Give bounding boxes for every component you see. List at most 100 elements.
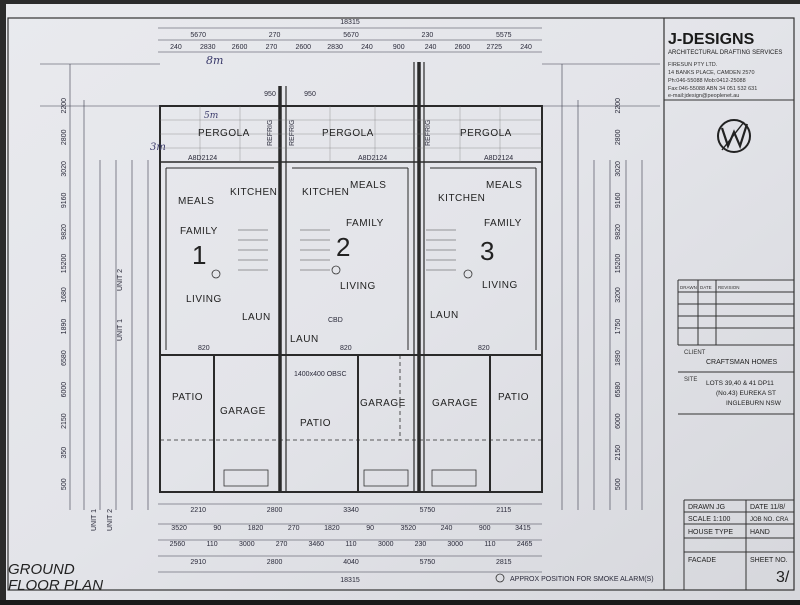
dimension-label: 230 bbox=[422, 32, 434, 39]
dimension-label: 3020 bbox=[615, 161, 622, 177]
dimension-label: 15200 bbox=[615, 254, 622, 274]
dimension-label: 270 bbox=[288, 525, 300, 532]
dimension-label: 2560 bbox=[170, 541, 186, 548]
dimension-label: 3000 bbox=[447, 541, 463, 548]
pergola-label: PERGOLA bbox=[322, 128, 374, 139]
dimension-label: 2800 bbox=[267, 559, 283, 566]
garage-label: GARAGE bbox=[220, 406, 266, 417]
laundry-label: LAUN bbox=[290, 334, 319, 345]
dimension-label: 900 bbox=[393, 44, 405, 51]
dimension-label: 240 bbox=[441, 525, 453, 532]
address-line: FIRESUN PTY LTD. bbox=[668, 62, 718, 68]
door-label: 820 bbox=[340, 345, 352, 352]
unit-number: 1 bbox=[192, 240, 206, 270]
dimension-label: 1890 bbox=[61, 319, 68, 335]
dimension-label: 2815 bbox=[496, 559, 512, 566]
dimension-label: 240 bbox=[170, 44, 182, 51]
cupboard-label: CBD bbox=[328, 317, 343, 324]
laundry-label: LAUN bbox=[242, 312, 271, 323]
site-line: INGLEBURN NSW bbox=[726, 400, 782, 407]
handwritten-top: 8m bbox=[206, 54, 223, 67]
garage-label: GARAGE bbox=[432, 398, 478, 409]
dimension-label: 5670 bbox=[343, 32, 359, 39]
pergola-hatching bbox=[160, 106, 542, 162]
dimension-label: 2600 bbox=[455, 44, 471, 51]
dimension-label: 3200 bbox=[615, 287, 622, 303]
pergola-label: PERGOLA bbox=[460, 128, 512, 139]
dimension-label: 2830 bbox=[327, 44, 343, 51]
dimension-label: 2465 bbox=[517, 541, 533, 548]
drawing-scale: SCALE 1:100 bbox=[688, 516, 731, 523]
door-label: 820 bbox=[198, 345, 210, 352]
fridge-label: REFRIG bbox=[289, 120, 296, 146]
dimension-label: 3520 bbox=[401, 525, 417, 532]
dimension-label: 90 bbox=[213, 525, 221, 532]
dimension-label: 9160 bbox=[61, 192, 68, 208]
right-dimension-texts: 2200280030209160982015200320017501890658… bbox=[615, 98, 622, 490]
house-type-label: HOUSE TYPE bbox=[688, 529, 733, 536]
dimension-label: 270 bbox=[269, 32, 281, 39]
obscure-window-label: 1400x400 OBSC bbox=[294, 371, 347, 378]
dimension-lines bbox=[40, 27, 660, 573]
sheet-label: SHEET NO. bbox=[750, 557, 788, 564]
dimension-label: 950 bbox=[304, 91, 316, 98]
dimension-label: 2910 bbox=[190, 559, 206, 566]
stair-marks bbox=[238, 229, 456, 271]
dimension-label: 3460 bbox=[308, 541, 324, 548]
dimension-label: 6000 bbox=[615, 413, 622, 429]
window-label: A8D2124 bbox=[188, 155, 217, 162]
dimension-label: 3000 bbox=[239, 541, 255, 548]
unit-number: 2 bbox=[336, 232, 350, 262]
unit-side-label: UNIT 2 bbox=[107, 509, 114, 531]
facade-label: FACADE bbox=[688, 557, 716, 564]
dimension-label: 240 bbox=[520, 44, 532, 51]
dimension-label: 950 bbox=[264, 91, 276, 98]
dimension-label: 2115 bbox=[496, 507, 511, 514]
smoke-alarm-markers bbox=[211, 265, 505, 583]
dimension-label: 9820 bbox=[615, 224, 622, 240]
dimension-label: 4040 bbox=[343, 559, 359, 566]
dimension-label: 240 bbox=[361, 44, 373, 51]
dimension-label: 1890 bbox=[615, 350, 622, 366]
dimension-label: 3415 bbox=[515, 525, 531, 532]
fridge-label: REFRIG bbox=[425, 120, 432, 146]
dimension-label: 2800 bbox=[267, 507, 283, 514]
dimension-label: 1820 bbox=[248, 525, 264, 532]
dimension-label: 1750 bbox=[615, 319, 622, 335]
dimension-label: 110 bbox=[345, 541, 356, 548]
address-line: e-mail:jdesign@peoplenet.au bbox=[668, 93, 739, 99]
client-label: CLIENT bbox=[684, 350, 706, 356]
overall-width-bottom: 18315 bbox=[340, 577, 360, 584]
meals-label: MEALS bbox=[486, 180, 522, 191]
dimension-label: 3340 bbox=[343, 507, 359, 514]
left-dimension-texts: 2200280030209160982015200168018906580600… bbox=[61, 98, 124, 531]
dimension-label: 9820 bbox=[61, 224, 68, 240]
overall-width-top: 18315 bbox=[340, 19, 360, 26]
patio-label: PATIO bbox=[172, 392, 203, 403]
dark-border-top bbox=[0, 0, 800, 4]
drawing-title-line2: FLOOR PLAN bbox=[8, 577, 103, 594]
dimension-label: 2600 bbox=[295, 44, 311, 51]
company-subtitle: ARCHITECTURAL DRAFTING SERVICES bbox=[668, 50, 782, 56]
dimension-label: 5750 bbox=[420, 559, 436, 566]
drawing-date: DATE 11/8/ bbox=[750, 504, 785, 511]
revision-header-revision: REVISION bbox=[718, 285, 740, 290]
patio-label: PATIO bbox=[300, 418, 331, 429]
address-line: 14 BANKS PLACE, CAMDEN 2570 bbox=[668, 70, 755, 76]
door-label: 820 bbox=[478, 345, 490, 352]
dimension-label: 110 bbox=[484, 541, 495, 548]
site-label: SITE bbox=[684, 377, 697, 383]
pergola-label: PERGOLA bbox=[198, 128, 250, 139]
unit-side-label: UNIT 2 bbox=[117, 269, 124, 291]
drawn-by: DRAWN JG bbox=[688, 504, 725, 511]
dimension-label: 5670 bbox=[190, 32, 206, 39]
dimension-label: 240 bbox=[425, 44, 437, 51]
unit-side-label: UNIT 1 bbox=[91, 509, 98, 531]
dimension-label: 500 bbox=[615, 478, 622, 490]
dimension-label: 2830 bbox=[200, 44, 216, 51]
dimension-label: 270 bbox=[266, 44, 278, 51]
